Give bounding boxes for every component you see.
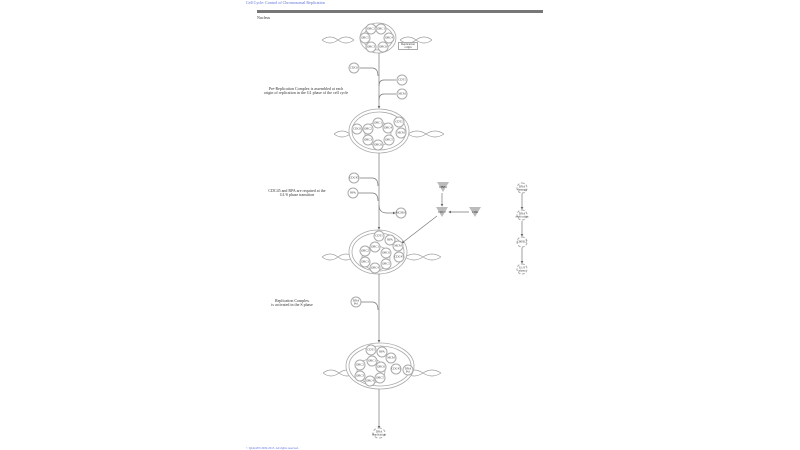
gene-node[interactable]: CDT1 xyxy=(396,74,408,86)
gene-node[interactable]: CDC7 xyxy=(436,207,448,217)
edges xyxy=(358,53,524,429)
gene-node[interactable]: MCM10 xyxy=(395,207,407,219)
compartment-header-bar xyxy=(257,10,543,13)
gene-node[interactable]: CDK xyxy=(469,207,481,217)
gene-node[interactable]: RPA xyxy=(384,234,396,246)
gene-node[interactable]: CDC45 xyxy=(393,251,405,263)
gene-node[interactable]: ORC4 xyxy=(364,375,376,387)
gene-node[interactable]: CHEK2 xyxy=(516,236,528,248)
copyright-footer[interactable]: © QIAGEN 2000-2015. All rights reserved. xyxy=(246,446,299,450)
gene-node[interactable]: ORC5 xyxy=(380,258,392,270)
gene-node[interactable]: ORC3 xyxy=(362,134,374,146)
gene-node[interactable]: RPA xyxy=(376,346,388,358)
gene-node[interactable]: ORC4 xyxy=(382,122,394,134)
gene-node[interactable]: RPA xyxy=(347,187,359,199)
gene-node[interactable]: ORC5 xyxy=(383,134,395,146)
gene-node[interactable]: MCM xyxy=(395,127,407,139)
gene-node[interactable]: MCM xyxy=(385,352,397,364)
gene-node[interactable]: CDC6 xyxy=(348,62,360,74)
compartment-label: Nucleus xyxy=(257,15,271,20)
gene-node[interactable]: ORC6 xyxy=(380,247,392,259)
gene-node[interactable]: DBF4 xyxy=(437,182,449,192)
gene-node[interactable]: ORC5 xyxy=(374,372,386,384)
gene-node[interactable]: ORC6 xyxy=(377,41,389,53)
replication-origin-node[interactable]: Replication origin xyxy=(398,42,418,50)
dna-replication-node[interactable]: DNA Replication xyxy=(372,427,386,439)
pathway-title[interactable]: Cell Cycle: Control of Chromosomal Repli… xyxy=(246,0,325,5)
gene-node[interactable]: DNA Pol xyxy=(350,296,362,308)
gene-node[interactable]: DNA replication xyxy=(516,209,528,221)
gene-node[interactable]: CDC45 xyxy=(348,172,360,184)
gene-node[interactable]: CDT1 xyxy=(365,344,377,356)
gene-node[interactable]: ORC4 xyxy=(383,32,395,44)
gene-node[interactable]: DNA Pol xyxy=(402,364,414,376)
gene-node[interactable]: CDT1 xyxy=(393,116,405,128)
gene-node[interactable]: G1/S phase xyxy=(516,263,528,275)
gene-node[interactable]: ORC1 xyxy=(366,355,378,367)
gene-node[interactable]: ORC5 xyxy=(359,32,371,44)
gene-node[interactable]: CDC6 xyxy=(351,123,363,135)
gene-node[interactable]: ORC2 xyxy=(359,245,371,257)
gene-node[interactable]: ORC3 xyxy=(359,256,371,268)
gene-node[interactable]: DNA damage xyxy=(516,182,528,194)
g1s-note: CDC45 and RPA are required at the G1/S p… xyxy=(268,188,326,197)
gene-node[interactable]: ORC3 xyxy=(354,370,366,382)
gene-node[interactable]: MCM xyxy=(392,240,404,252)
gene-node[interactable]: ORC1 xyxy=(372,117,384,129)
gene-node[interactable]: ORC6 xyxy=(375,361,387,373)
gene-node[interactable]: ORC3 xyxy=(365,41,377,53)
gene-node[interactable]: ORC2 xyxy=(362,123,374,135)
gene-node[interactable]: MCM xyxy=(396,88,408,100)
gene-node[interactable]: ORC1 xyxy=(369,241,381,253)
s-phase-note: Replication Complex is activated in the … xyxy=(271,298,313,307)
gene-node[interactable]: ORC6 xyxy=(372,139,384,151)
gene-node[interactable]: ORC1 xyxy=(375,23,387,35)
gene-node[interactable]: ORC2 xyxy=(354,359,366,371)
gene-node[interactable]: CDT1 xyxy=(373,230,385,242)
pre-rc-note: Pre-Replication Complex is assembled at … xyxy=(263,86,349,95)
gene-node[interactable]: ORC4 xyxy=(369,262,381,274)
gene-node[interactable]: CDC45 xyxy=(390,363,402,375)
